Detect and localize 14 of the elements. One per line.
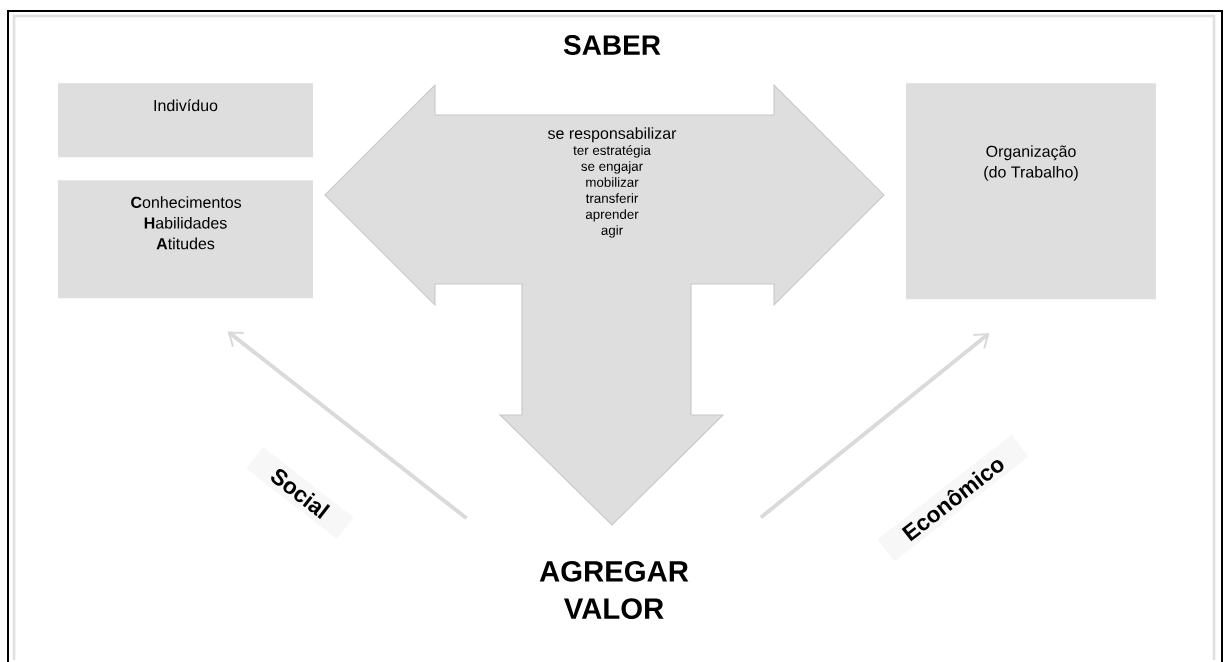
node-label: aprender <box>585 209 639 222</box>
node-label: se responsabilizar <box>547 127 677 143</box>
heading: SABER <box>563 35 661 55</box>
text-box: Conhecimentos Habilidades Atitudes <box>58 180 313 299</box>
arrow <box>759 333 990 520</box>
node-label: transferir <box>585 193 639 203</box>
heading: AGREGAR VALOR <box>539 560 689 620</box>
node-label: agir <box>601 225 623 238</box>
node-label: ter estratégia <box>573 145 651 158</box>
arrow <box>227 331 468 520</box>
node-label: se engajar <box>581 161 643 174</box>
text-box: Indivíduo <box>58 83 313 158</box>
node-label: mobilizar <box>586 177 639 187</box>
text-box: Organização (do Trabalho) <box>906 83 1156 300</box>
